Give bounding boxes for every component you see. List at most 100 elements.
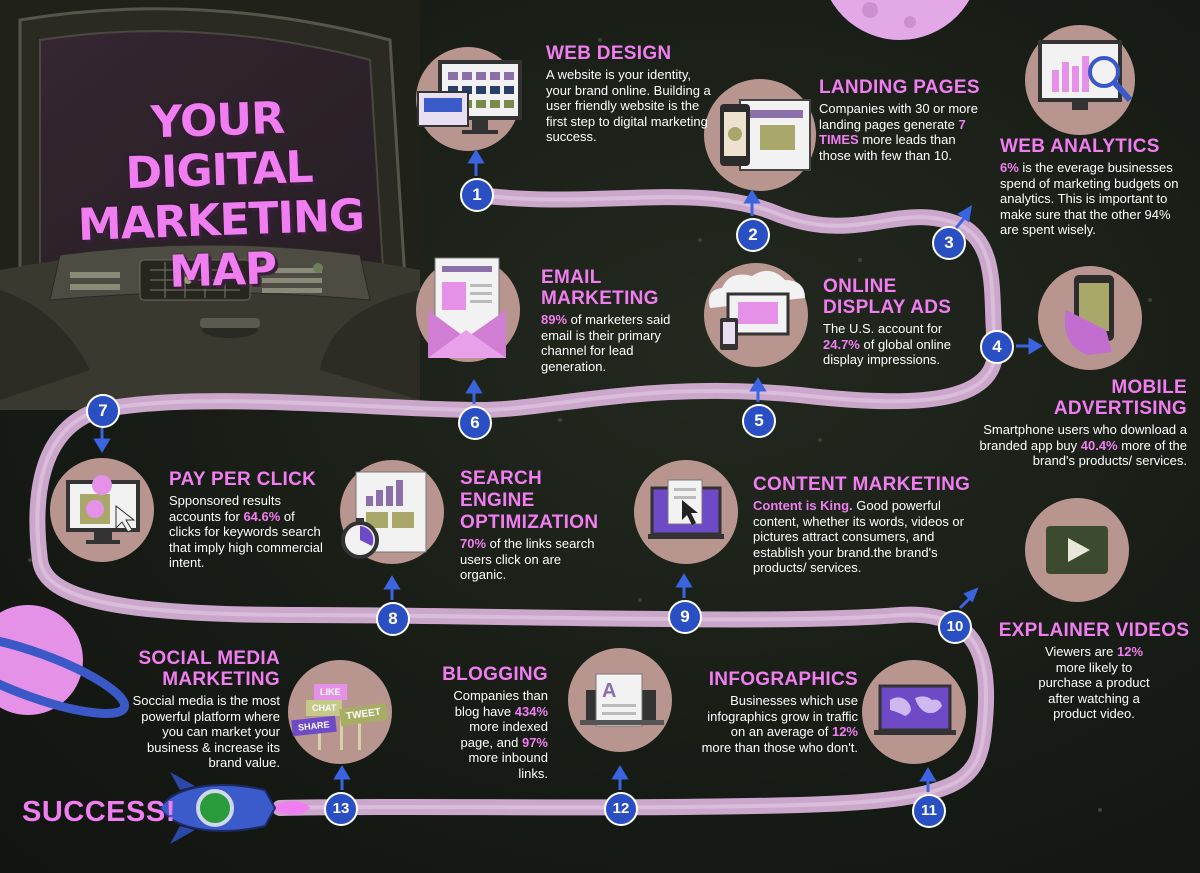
step-seo: SEARCH ENGINE OPTIMIZATION 70% of the li… <box>460 468 610 583</box>
step-web-analytics: WEB ANALYTICS 6% is the everage business… <box>1000 136 1190 238</box>
step-badge-3: 3 <box>932 226 966 260</box>
step-badge-12: 12 <box>604 792 638 826</box>
step-title-line2: MARKETING <box>162 669 280 690</box>
cockpit-window <box>0 0 420 410</box>
ringed-planet <box>0 605 130 719</box>
step-text-post: more likely to purchase a product after … <box>1038 659 1150 722</box>
social-media-icon <box>318 714 361 750</box>
step-badge-10: 10 <box>938 610 972 644</box>
step-highlight: 24.7% <box>823 336 860 352</box>
step-highlight: Content is King. <box>753 498 853 513</box>
step-text-pre: Smartphone users who download a branded … <box>979 422 1187 453</box>
step-text-mid: more indexed page, and <box>460 719 548 750</box>
step-badge-11: 11 <box>912 794 946 828</box>
step-highlight: 12% <box>1116 644 1144 659</box>
step-title: LANDING PAGES <box>819 77 980 98</box>
step-title-line1: MOBILE <box>1111 377 1187 398</box>
step-online-display-ads: ONLINE DISPLAY ADS The U.S. account for … <box>823 276 973 368</box>
step-text-post: is the everage businesses spend of marke… <box>1000 160 1179 237</box>
seo-icon <box>341 471 427 559</box>
main-title-line1: YOUR DIGITAL <box>124 92 314 200</box>
pay-per-click-icon <box>66 475 140 544</box>
step-title: WEB ANALYTICS <box>1000 136 1160 157</box>
step-title-line1: ONLINE <box>823 276 897 297</box>
step-title: INFOGRAPHICS <box>708 669 858 690</box>
chat-sign: CHAT <box>306 700 343 716</box>
step-infographics: INFOGRAPHICS Businesses which use infogr… <box>700 669 858 755</box>
step-highlight-2: 97% <box>521 734 548 750</box>
step-highlight: 6% <box>1000 160 1019 175</box>
step-highlight: 434% <box>514 703 548 719</box>
step-email-marketing: EMAIL MARKETING 89% of marketers said em… <box>541 267 676 374</box>
step-highlight: 64.6% <box>243 508 281 524</box>
display-ads-icon <box>708 270 805 350</box>
main-title-line2: MARKETING MAP <box>76 190 365 298</box>
like-sign: LIKE <box>314 684 347 700</box>
step-title: BLOGGING <box>442 664 548 685</box>
step-title: WEB DESIGN <box>546 43 672 64</box>
step-text-pre: Viewers are <box>1044 644 1117 659</box>
analytics-icon <box>1038 40 1133 110</box>
website-icon <box>417 60 522 134</box>
step-highlight: 89% <box>541 312 568 327</box>
step-text-post: more of the brand's products/ services. <box>1032 437 1187 469</box>
step-title-line2: DISPLAY ADS <box>823 297 952 318</box>
step-text: Soccial media is the most powerful platf… <box>132 693 280 770</box>
step-title: CONTENT MARKETING <box>753 474 971 495</box>
step-social-media: SOCIAL MEDIA MARKETING Soccial media is … <box>118 648 280 771</box>
step-title-line2: ADVERTISING <box>1053 398 1187 419</box>
step-content-marketing: CONTENT MARKETING Content is King. Good … <box>753 474 978 576</box>
blog-icon: A <box>580 673 664 727</box>
step-text-post: of global online display impressions. <box>823 336 951 368</box>
step-highlight: 7 TIMES <box>819 116 966 148</box>
step-text-post: of clicks for keywords search that imply… <box>169 508 323 571</box>
step-title-line2: ENGINE <box>460 490 535 511</box>
world-map-icon <box>874 684 956 735</box>
step-pay-per-click: PAY PER CLICK Spponsored results account… <box>169 469 324 571</box>
rocket-icon <box>158 772 310 844</box>
step-title: PAY PER CLICK <box>169 469 317 490</box>
step-text-pre: Spponsored results accounts for <box>169 493 282 524</box>
step-mobile-advertising: MOBILE ADVERTISING Smartphone users who … <box>962 377 1187 469</box>
step-text-post: of marketers said email is their primary… <box>541 312 671 374</box>
step-badge-7: 7 <box>86 394 120 428</box>
share-sign: SHARE <box>291 715 337 737</box>
step-badge-6: 6 <box>458 406 492 440</box>
step-highlight: 40.4% <box>1080 437 1118 453</box>
step-badge-9: 9 <box>668 600 702 634</box>
moon-planet <box>830 0 970 40</box>
step-title-line3: OPTIMIZATION <box>460 512 599 533</box>
step-web-design: WEB DESIGN A website is your identity, y… <box>546 43 711 145</box>
main-title: YOUR DIGITAL MARKETING MAP <box>57 90 384 301</box>
step-title-line1: SEARCH <box>460 468 543 489</box>
step-badge-8: 8 <box>376 602 410 636</box>
step-text-post: more inbound links. <box>468 750 549 781</box>
step-badge-13: 13 <box>324 792 358 826</box>
step-text-pre: Businesses which use infographics grow i… <box>707 693 858 739</box>
step-text: A website is your identity, your brand o… <box>546 67 711 144</box>
tweet-sign: TWEET <box>339 702 388 727</box>
social-signs: LIKE CHAT SHARE TWEET <box>291 682 388 742</box>
mobile-icon <box>1064 275 1114 355</box>
step-badge-1: 1 <box>460 178 494 212</box>
step-text-pre: Companies than blog have <box>453 688 548 719</box>
step-text-pre: The U.S. account for <box>823 321 943 336</box>
step-text-pre: Companies with 30 or more landing pages … <box>819 101 978 132</box>
step-badge-5: 5 <box>742 404 776 438</box>
step-explainer-videos: EXPLAINER VIDEOS Viewers are 12% more li… <box>998 620 1190 722</box>
step-title: EXPLAINER VIDEOS <box>998 620 1190 641</box>
step-title-line1: SOCIAL MEDIA <box>138 648 280 669</box>
svg-text:A: A <box>602 680 616 702</box>
step-landing-pages: LANDING PAGES Companies with 30 or more … <box>819 77 989 163</box>
step-highlight: 70% <box>460 536 487 551</box>
step-title-line1: EMAIL <box>541 267 602 288</box>
step-badge-4: 4 <box>980 330 1014 364</box>
step-text-post: Good powerful content, whether its words… <box>753 498 964 575</box>
step-text-post: of the links search users click on are o… <box>460 536 595 582</box>
success-label: SUCCESS! <box>22 796 176 828</box>
step-badge-2: 2 <box>736 218 770 252</box>
step-highlight: 12% <box>831 724 858 739</box>
video-play-icon <box>1046 526 1108 574</box>
